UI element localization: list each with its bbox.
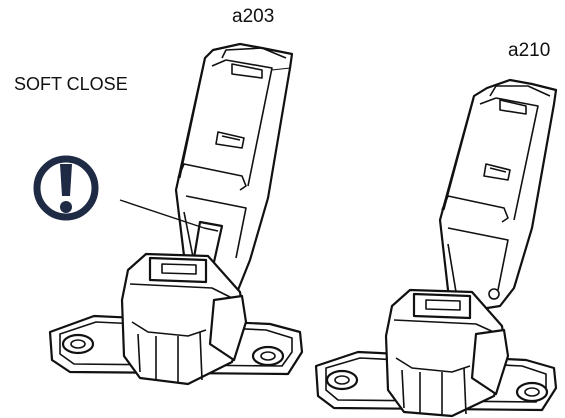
hinge-a203 [48, 42, 304, 386]
exclamation-circle-icon [33, 155, 99, 221]
hinge-label-a210: a210 [508, 40, 551, 61]
hinge-a210-cup [384, 288, 510, 418]
hinge-label-a203: a203 [232, 6, 275, 27]
hinge-a210 [314, 78, 558, 418]
hinge-a203-arm [174, 42, 294, 302]
hinge-a210-arm [438, 78, 558, 314]
soft-close-callout [33, 155, 205, 229]
callout-leader-line [119, 199, 205, 229]
hinge-a203-cup [120, 252, 248, 386]
soft-close-label: SOFT CLOSE [14, 74, 128, 94]
